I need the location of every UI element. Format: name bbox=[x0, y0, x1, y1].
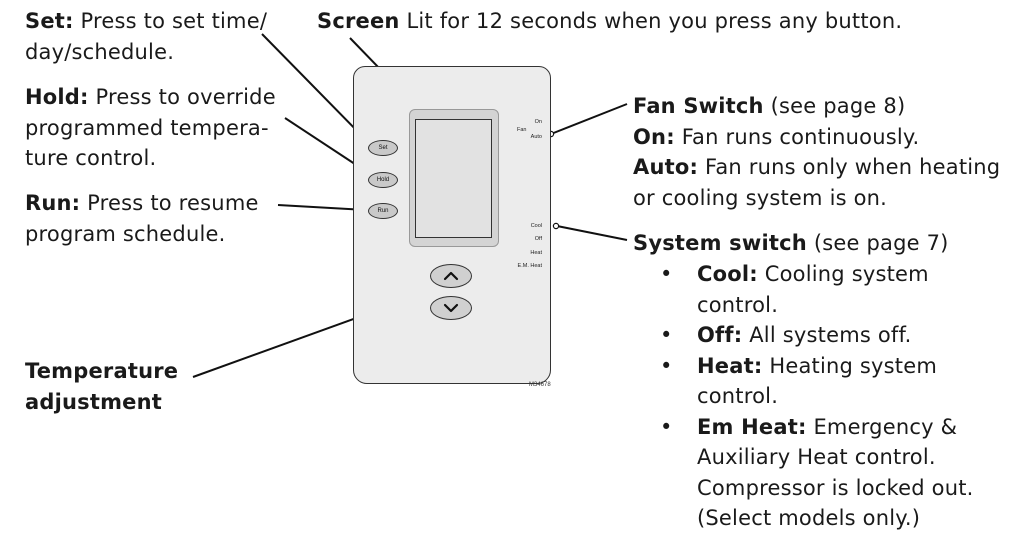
list-item: •Cool: Cooling system control. bbox=[660, 262, 929, 317]
model-number: M34678 bbox=[529, 382, 551, 388]
temperature-down-button[interactable] bbox=[430, 296, 472, 320]
list-item: •Em Heat: Emergency & Auxiliary Heat con… bbox=[660, 414, 974, 531]
chevron-up-icon bbox=[443, 271, 459, 281]
system-switch-label: System switch (see page 7) bbox=[633, 231, 949, 255]
set-label: Set: Press to set time/ day/schedule. bbox=[25, 9, 268, 64]
system-switch[interactable]: Cool Off Heat E.M. Heat bbox=[504, 222, 550, 274]
screen-label: Screen Lit for 12 seconds when you press… bbox=[317, 9, 903, 33]
set-leader-line bbox=[261, 33, 367, 141]
thermostat-screen bbox=[415, 119, 492, 238]
system-switch-heat-label: Heat bbox=[530, 250, 542, 256]
run-leader-line bbox=[277, 204, 367, 211]
fan-leader-line bbox=[550, 103, 628, 135]
fan-switch-auto-label: Auto bbox=[530, 134, 542, 140]
system-switch-cool-label: Cool bbox=[530, 223, 542, 229]
chevron-down-icon bbox=[443, 303, 459, 313]
hold-button[interactable]: Hold bbox=[368, 172, 398, 188]
temperature-label: Temperature adjustment bbox=[25, 359, 179, 414]
list-item: •Off: All systems off. bbox=[660, 323, 912, 347]
hold-label: Hold: Press to override programmed tempe… bbox=[25, 85, 276, 170]
run-button[interactable]: Run bbox=[368, 203, 398, 219]
fan-switch-name-label: Fan bbox=[517, 127, 527, 133]
set-button[interactable]: Set bbox=[368, 140, 398, 156]
fan-switch-on-label: On bbox=[534, 119, 542, 125]
screen-bezel bbox=[409, 109, 499, 247]
fan-switch[interactable]: On Fan Auto bbox=[514, 117, 550, 145]
fan-switch-label: Fan Switch (see page 8) On: Fan runs con… bbox=[633, 94, 1001, 210]
temperature-up-button[interactable] bbox=[430, 264, 472, 288]
run-label: Run: Press to resume program schedule. bbox=[25, 191, 259, 246]
system-leader-line bbox=[556, 225, 628, 241]
list-item: •Heat: Heating system control. bbox=[660, 353, 938, 409]
thermostat-device: Set Hold Run On Fan Auto Cool Off Heat E… bbox=[353, 66, 551, 384]
system-switch-list: •Cool: Cooling system control. •Off: All… bbox=[633, 259, 1008, 534]
system-switch-knob bbox=[552, 222, 560, 230]
system-switch-em-heat-label: E.M. Heat bbox=[517, 263, 542, 269]
system-switch-off-label: Off bbox=[534, 236, 542, 242]
